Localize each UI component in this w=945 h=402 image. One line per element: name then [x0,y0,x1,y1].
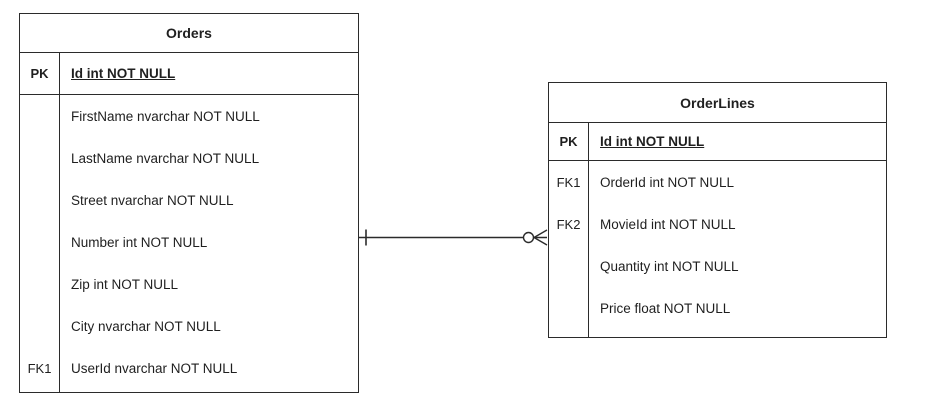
orderlines-pk-field: Id int NOT NULL [589,123,886,161]
cardinality-crow-foot [534,230,547,245]
cardinality-zero-circle [524,233,534,243]
orders-pk-key: PK [20,53,60,95]
orders-row-field: FirstName nvarchar NOT NULL [71,108,260,124]
orders-pk-field: Id int NOT NULL [60,53,358,95]
orders-row-key: FK1 [27,360,52,376]
orders-row-field: Street nvarchar NOT NULL [71,192,234,208]
orderlines-key-column: FK1 FK2 [549,161,589,337]
orders-row-field: UserId nvarchar NOT NULL [71,360,238,376]
entity-orders-title: Orders [20,14,358,53]
orders-field-column: FirstName nvarchar NOT NULL LastName nva… [60,95,358,392]
orders-row-field: Zip int NOT NULL [71,276,179,292]
orders-key-column: FK1 [20,95,60,392]
entity-orderlines[interactable]: OrderLines PK Id int NOT NULL FK1 FK2 Or… [548,82,887,338]
orderlines-row-field: MovieId int NOT NULL [600,216,736,232]
orderlines-row-key: FK2 [556,216,581,232]
orderlines-row-key: FK1 [556,174,581,190]
orderlines-pk-key: PK [549,123,589,161]
orderlines-row-field: OrderId int NOT NULL [600,174,735,190]
orders-row-field: Number int NOT NULL [71,234,208,250]
orderlines-row-field: Quantity int NOT NULL [600,258,739,274]
entity-orders[interactable]: Orders PK Id int NOT NULL FK1 FirstName … [19,13,359,393]
orderlines-field-column: OrderId int NOT NULL MovieId int NOT NUL… [589,161,886,337]
entity-orderlines-grid: PK Id int NOT NULL FK1 FK2 OrderId int N… [549,123,886,337]
orders-row-field: City nvarchar NOT NULL [71,318,221,334]
orderlines-row-field: Price float NOT NULL [600,300,731,316]
orders-row-field: LastName nvarchar NOT NULL [71,150,260,166]
entity-orders-grid: PK Id int NOT NULL FK1 FirstName nvarcha… [20,53,358,392]
entity-orderlines-title: OrderLines [549,83,886,123]
